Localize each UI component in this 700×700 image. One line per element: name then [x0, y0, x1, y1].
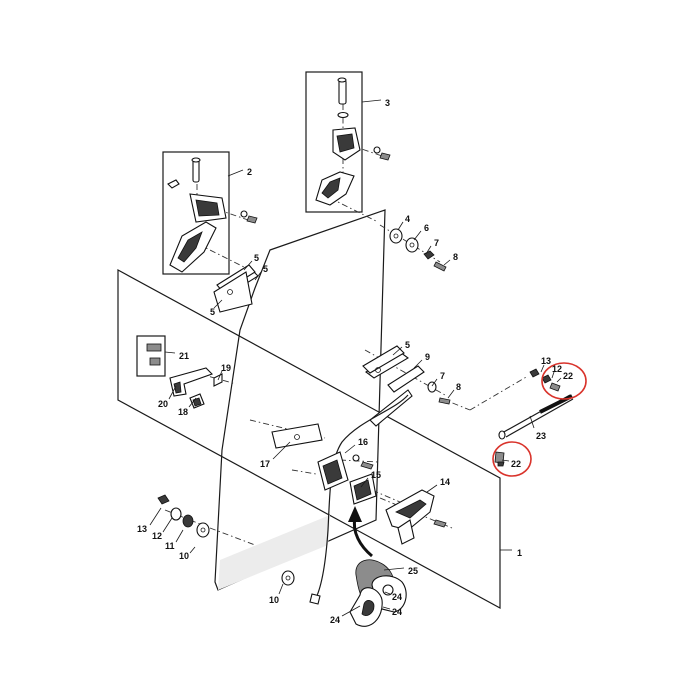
callout-leader-c21 — [164, 351, 176, 354]
callout-leader-c10b — [278, 583, 284, 595]
callout-label-c9: 9 — [425, 352, 430, 362]
latch-rod-tip — [309, 593, 321, 605]
callout-leader-c5d — [392, 346, 403, 356]
callout-label-c10a: 10 — [179, 551, 189, 561]
callout-label-c3: 3 — [385, 98, 390, 108]
highlight-ring-h22a — [541, 362, 587, 400]
callout-label-c25: 25 — [408, 566, 418, 576]
callout-label-c11: 11 — [165, 541, 175, 551]
glass-pane-tint — [218, 515, 330, 590]
callout-label-c1: 1 — [517, 548, 522, 558]
callout-leader-c4 — [397, 221, 404, 231]
callout-label-c12b: 12 — [552, 364, 562, 374]
callout-label-c22a: 22 — [563, 371, 573, 381]
callout-leader-c24a — [384, 591, 391, 595]
callout-leader-c5a — [243, 260, 253, 271]
callout-leader-c14 — [426, 484, 438, 493]
callout-leader-c2 — [227, 169, 244, 177]
part-callouts: 1234555567788910101112121313141516171819… — [137, 98, 573, 625]
callout-label-c16: 16 — [358, 437, 368, 447]
fasteners-mid-right — [369, 365, 451, 427]
callout-label-c22b: 22 — [511, 459, 521, 469]
callout-leader-c9 — [413, 359, 423, 369]
callout-label-c14: 14 — [440, 477, 450, 487]
callout-label-c5a: 5 — [254, 253, 259, 263]
direction-arrow-head — [348, 506, 362, 522]
callout-label-c20: 20 — [158, 399, 168, 409]
callout-label-c17: 17 — [260, 459, 270, 469]
callout-label-c13a: 13 — [137, 524, 147, 534]
lock-plate-hole — [294, 434, 300, 440]
callout-leader-c24c — [341, 605, 361, 617]
callout-leader-c22b — [501, 459, 510, 462]
callout-label-c5d: 5 — [405, 340, 410, 350]
callout-leader-c19 — [217, 370, 223, 381]
callout-leader-c15 — [360, 477, 369, 488]
callout-leader-c23 — [529, 415, 535, 429]
callout-label-c12a: 12 — [152, 531, 162, 541]
outer-handle — [385, 489, 447, 545]
callout-leader-c7b — [431, 378, 438, 387]
callout-leader-c5c — [213, 299, 223, 309]
inner-handle-assembly — [146, 343, 223, 409]
gas-strut-assembly — [494, 368, 574, 467]
callout-label-c24c: 24 — [330, 615, 340, 625]
callout-leader-c13b — [540, 364, 545, 373]
callout-leader-c16 — [344, 444, 356, 454]
latch-block — [317, 451, 377, 505]
callout-label-c13b: 13 — [541, 356, 551, 366]
hinge-plates — [213, 264, 409, 379]
highlight-rings — [492, 362, 587, 477]
callout-label-c5b: 5 — [263, 264, 268, 274]
lock-plate — [271, 423, 323, 449]
highlight-ring-h22b — [492, 441, 532, 477]
callout-label-c8b: 8 — [456, 382, 461, 392]
callout-leader-c10a — [189, 546, 196, 554]
callout-leader-c20 — [168, 385, 177, 400]
callout-label-c7b: 7 — [440, 371, 445, 381]
inset-frame-hinge-top — [305, 71, 363, 213]
callout-label-c4: 4 — [405, 214, 410, 224]
callout-label-c7a: 7 — [434, 238, 439, 248]
callout-label-c6: 6 — [424, 223, 429, 233]
callout-leader-c17 — [272, 441, 291, 460]
callout-label-c15: 15 — [371, 470, 381, 480]
callout-label-c8a: 8 — [453, 252, 458, 262]
callout-label-c5c: 5 — [210, 307, 215, 317]
fasteners-lower-left — [157, 494, 295, 586]
callout-label-c2: 2 — [247, 167, 252, 177]
callout-leader-c25 — [383, 567, 405, 571]
callout-leader-c24b — [382, 606, 391, 610]
callout-label-c24b: 24 — [392, 607, 402, 617]
hinge-top-assembly — [315, 77, 391, 206]
callout-leader-c11 — [175, 529, 184, 543]
hinge-upper-assembly — [167, 157, 258, 273]
inset-frame-hinge-upper — [162, 151, 230, 275]
callout-label-c24a: 24 — [392, 592, 402, 602]
callout-leader-c3 — [361, 99, 382, 103]
door-panel-outline — [117, 268, 501, 610]
callout-label-c21: 21 — [179, 351, 189, 361]
callout-label-c10b: 10 — [269, 595, 279, 605]
inset-frame-lock — [136, 335, 166, 377]
callout-leader-c7a — [425, 245, 432, 255]
callout-leader-c8a — [443, 259, 451, 266]
callout-leader-c12b — [551, 371, 555, 379]
callout-label-c23: 23 — [536, 431, 546, 441]
callout-leader-c8b — [447, 389, 455, 399]
callout-leader-c6 — [413, 230, 422, 241]
callout-leader-c5b — [254, 271, 262, 281]
callout-label-c19: 19 — [221, 363, 231, 373]
callout-leader-c12a — [162, 517, 173, 533]
callout-leader-c13a — [149, 507, 162, 526]
callout-leader-c18 — [188, 397, 197, 408]
callout-label-c18: 18 — [178, 407, 188, 417]
callout-leader-c22a — [556, 377, 562, 383]
